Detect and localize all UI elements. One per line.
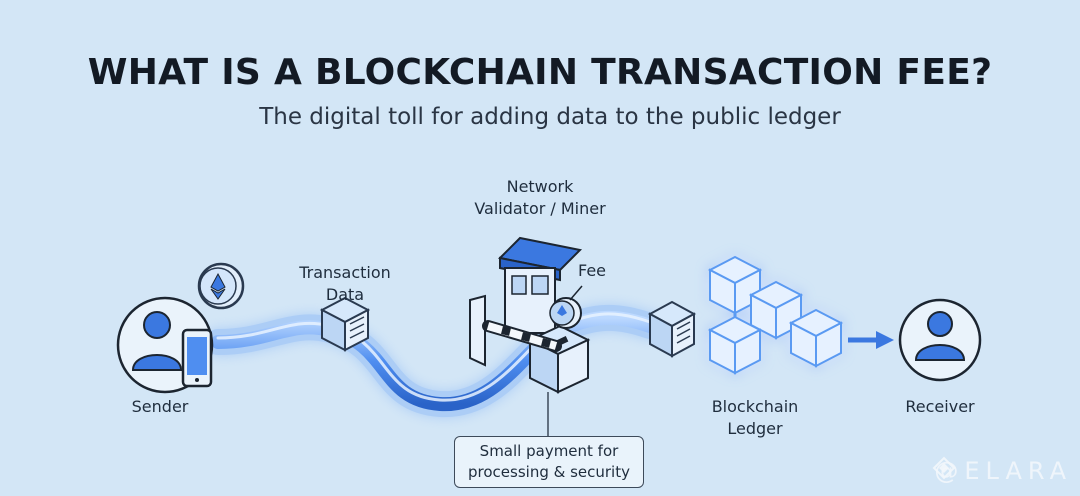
callout-line1: Small payment for: [479, 442, 619, 460]
ledger-label: Blockchain Ledger: [690, 396, 820, 440]
ethereum-coin-icon: [197, 262, 245, 310]
ledger-label-line1: Blockchain: [711, 397, 799, 416]
data-cube-icon: [319, 296, 371, 352]
blockchain-cubes-icon: [707, 255, 844, 375]
arrow-right-icon: [848, 331, 894, 349]
validator-label: Network Validator / Miner: [455, 176, 625, 220]
validator-label-line2: Validator / Miner: [474, 199, 606, 218]
fee-coin-icon: [549, 285, 583, 329]
callout-line2: processing & security: [468, 463, 630, 481]
fee-label: Fee: [577, 261, 606, 280]
smartphone-icon: [181, 328, 213, 388]
transaction-data-label-line1: Transaction: [299, 263, 391, 282]
transaction-data-label-line2: Data: [325, 285, 365, 304]
watermark-logo-icon: [932, 456, 956, 480]
page-title: WHAT IS A BLOCKCHAIN TRANSACTION FEE?: [87, 52, 993, 93]
transaction-data-label: Transaction Data: [285, 262, 405, 306]
fee-callout-box: Small payment for processing & security: [454, 436, 644, 488]
sender-label: Sender: [131, 397, 189, 416]
toll-booth-icon: [469, 236, 591, 436]
receiver-icon: [898, 298, 982, 382]
receiver-label: Receiver: [905, 397, 975, 416]
ledger-entry-cube-icon: [647, 300, 697, 358]
watermark-text: @ELARA: [934, 457, 1072, 485]
ledger-label-line2: Ledger: [727, 419, 783, 438]
validator-label-line1: Network: [506, 177, 574, 196]
page-subtitle: The digital toll for adding data to the …: [259, 104, 841, 130]
